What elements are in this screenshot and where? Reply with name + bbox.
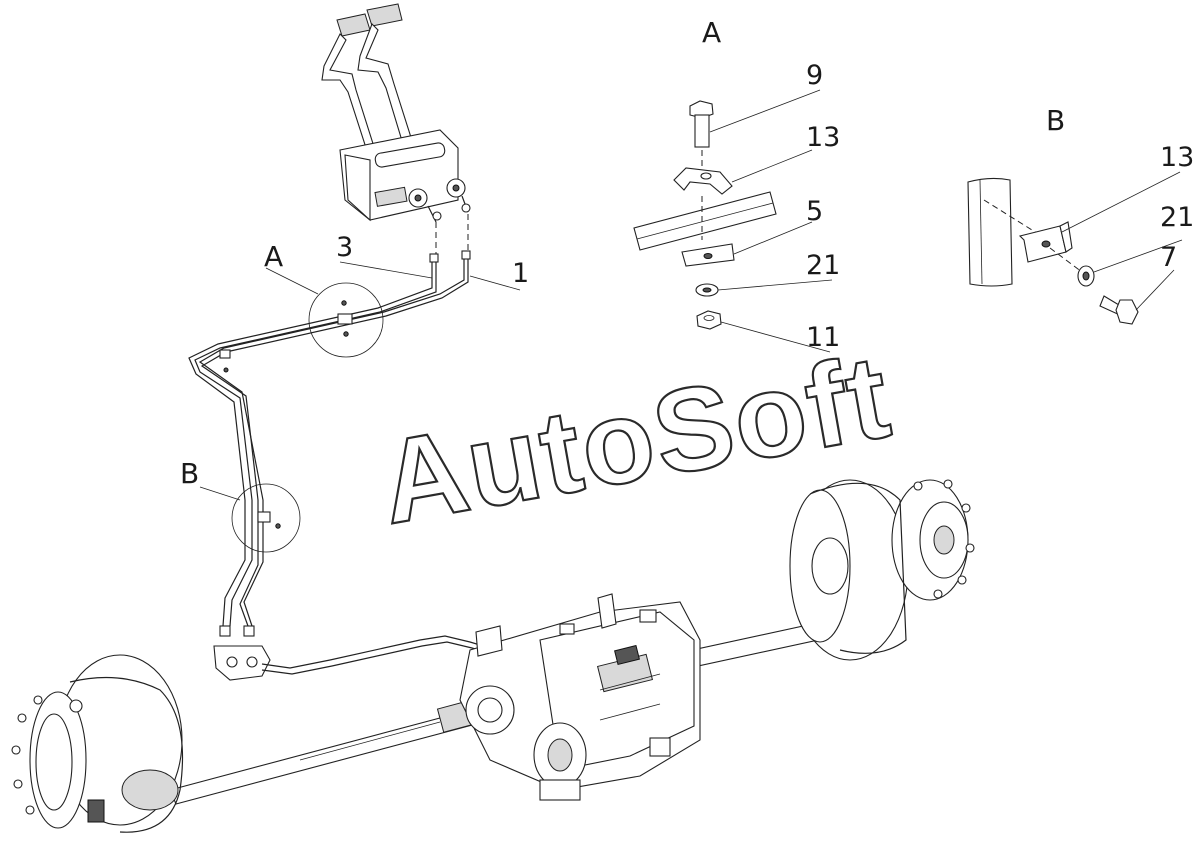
circle-a-label: A <box>264 240 283 273</box>
pipe-lines <box>188 250 531 681</box>
detail-b-title: B <box>1046 104 1065 137</box>
axle-assembly <box>11 479 975 833</box>
callout-pipe-3: 3 <box>336 232 353 263</box>
detail-view-b: B 13 21 7 <box>967 104 1194 325</box>
pedal-assembly <box>321 3 471 258</box>
transfer-gearbox <box>459 593 701 801</box>
detail-circle-b: B <box>180 457 301 553</box>
pipe-callouts: 3 1 <box>336 232 529 291</box>
detail-a-title: A <box>702 16 721 49</box>
detail-view-a: A 9 13 5 21 11 <box>633 16 840 353</box>
left-hub <box>11 654 184 833</box>
callout-washer-a: 21 <box>806 250 840 281</box>
circle-b-label: B <box>180 457 199 490</box>
callout-washer-b: 21 <box>1160 202 1194 233</box>
callout-pipe-1: 1 <box>512 258 529 289</box>
detail-circle-a: A <box>264 240 384 358</box>
right-hub <box>789 479 975 661</box>
callout-bracket-b: 13 <box>1160 142 1194 173</box>
callout-nut-a: 11 <box>806 322 840 353</box>
callout-bolt-a: 9 <box>806 60 823 91</box>
callout-bolt-b: 7 <box>1160 242 1177 273</box>
callout-plate-a: 5 <box>806 196 823 227</box>
callout-bracket-a: 13 <box>806 122 840 153</box>
